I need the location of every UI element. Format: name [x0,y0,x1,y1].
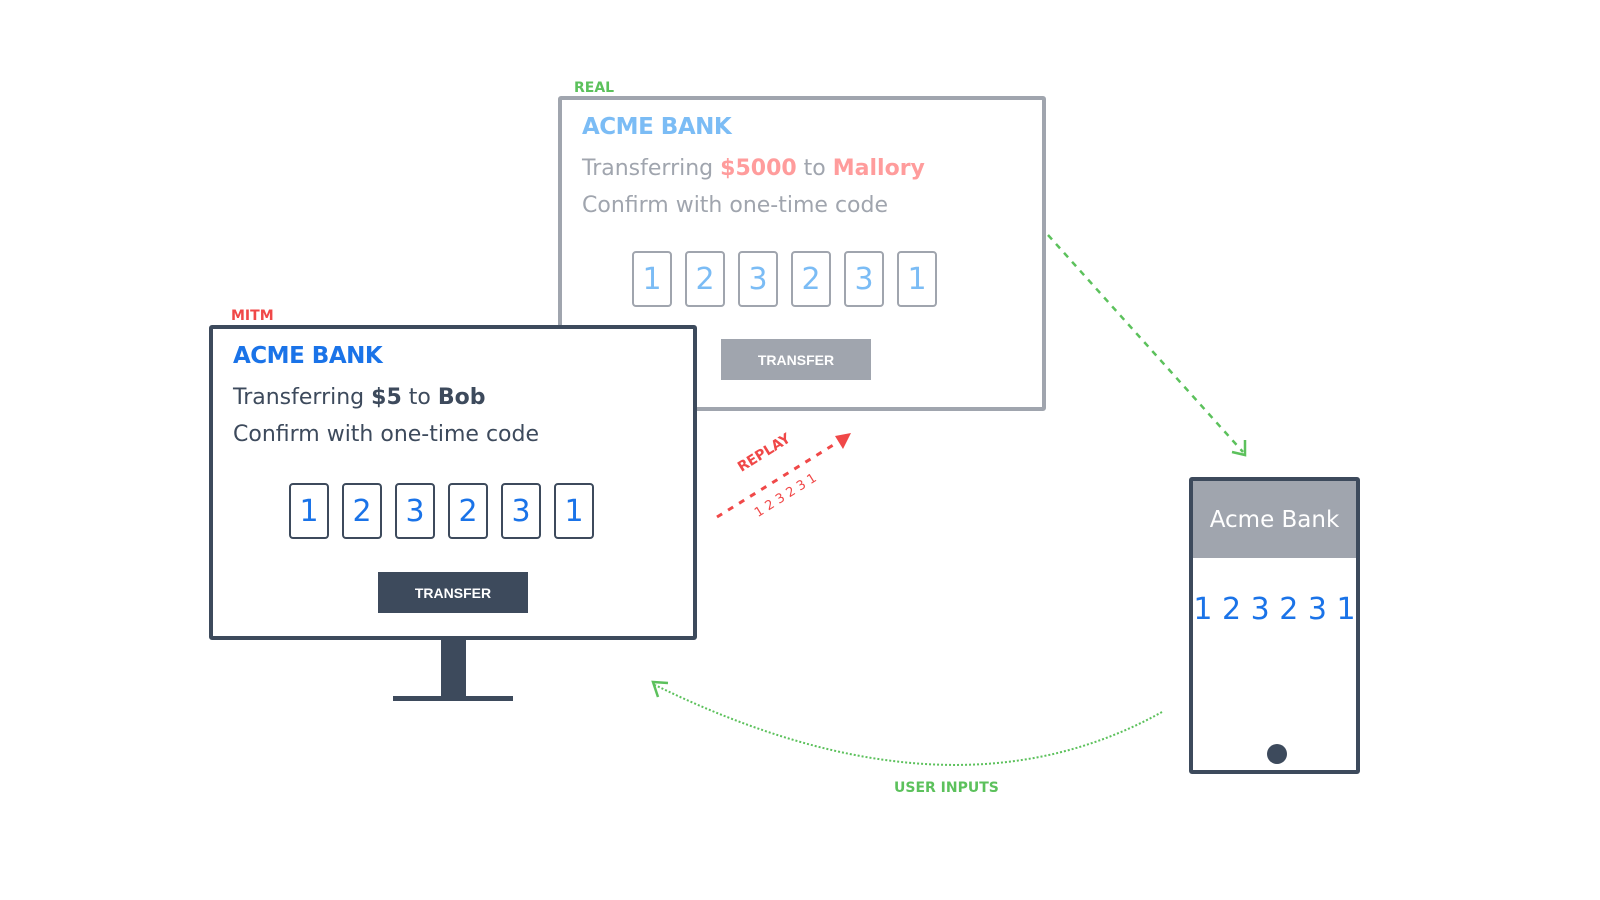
text: to [796,156,833,181]
real-transfer-line: Transferring $5000 to Mallory [582,156,925,181]
text: Transferring [233,385,372,410]
code-digit[interactable]: 2 [685,251,725,307]
real-tag: REAL [574,80,615,96]
home-button-icon[interactable] [1267,744,1287,764]
real-window: ACME BANK Transferring $5000 to Mallory … [558,96,1046,411]
mitm-amount: $5 [371,385,402,410]
real-transfer-button[interactable]: TRANSFER [721,339,871,380]
phone-code: 1 2 3 2 3 1 [1193,592,1356,627]
real-bank-title: ACME BANK [582,114,732,140]
phone-header: Acme Bank [1193,481,1356,558]
mitm-code-boxes: 1 2 3 2 3 1 [289,483,594,539]
mitm-tag: MITM [231,308,274,324]
code-digit[interactable]: 1 [897,251,937,307]
mitm-bank-title: ACME BANK [233,343,383,369]
user-inputs-arrow [654,684,1163,766]
monitor-base [393,696,513,701]
code-digit[interactable]: 3 [844,251,884,307]
code-digit[interactable]: 1 [632,251,672,307]
code-digit[interactable]: 2 [342,483,382,539]
real-recipient: Mallory [832,156,925,181]
real-code-boxes: 1 2 3 2 3 1 [632,251,937,307]
code-digit[interactable]: 2 [448,483,488,539]
mitm-window: ACME BANK Transferring $5 to Bob Confirm… [209,325,697,640]
arrowhead-icon [651,680,669,698]
user-inputs-label: USER INPUTS [894,780,999,796]
phone: Acme Bank 1 2 3 2 3 1 [1189,477,1360,774]
monitor-neck [441,640,466,696]
text: to [401,385,438,410]
code-digit[interactable]: 3 [501,483,541,539]
mitm-transfer-button[interactable]: TRANSFER [378,572,528,613]
real-confirm-text: Confirm with one-time code [582,193,889,218]
mitm-confirm-text: Confirm with one-time code [233,422,540,447]
mitm-transfer-line: Transferring $5 to Bob [233,385,485,410]
replay-arrow [716,440,839,519]
real-amount: $5000 [720,156,797,181]
mitm-recipient: Bob [437,385,486,410]
code-digit[interactable]: 1 [289,483,329,539]
code-digit[interactable]: 2 [791,251,831,307]
code-digit[interactable]: 1 [554,483,594,539]
arrowhead-icon [1231,440,1247,457]
code-digit[interactable]: 3 [738,251,778,307]
code-digit[interactable]: 3 [395,483,435,539]
arrowhead-icon [835,433,851,449]
real-to-phone-arrow [1047,234,1244,453]
text: Transferring [582,156,721,181]
